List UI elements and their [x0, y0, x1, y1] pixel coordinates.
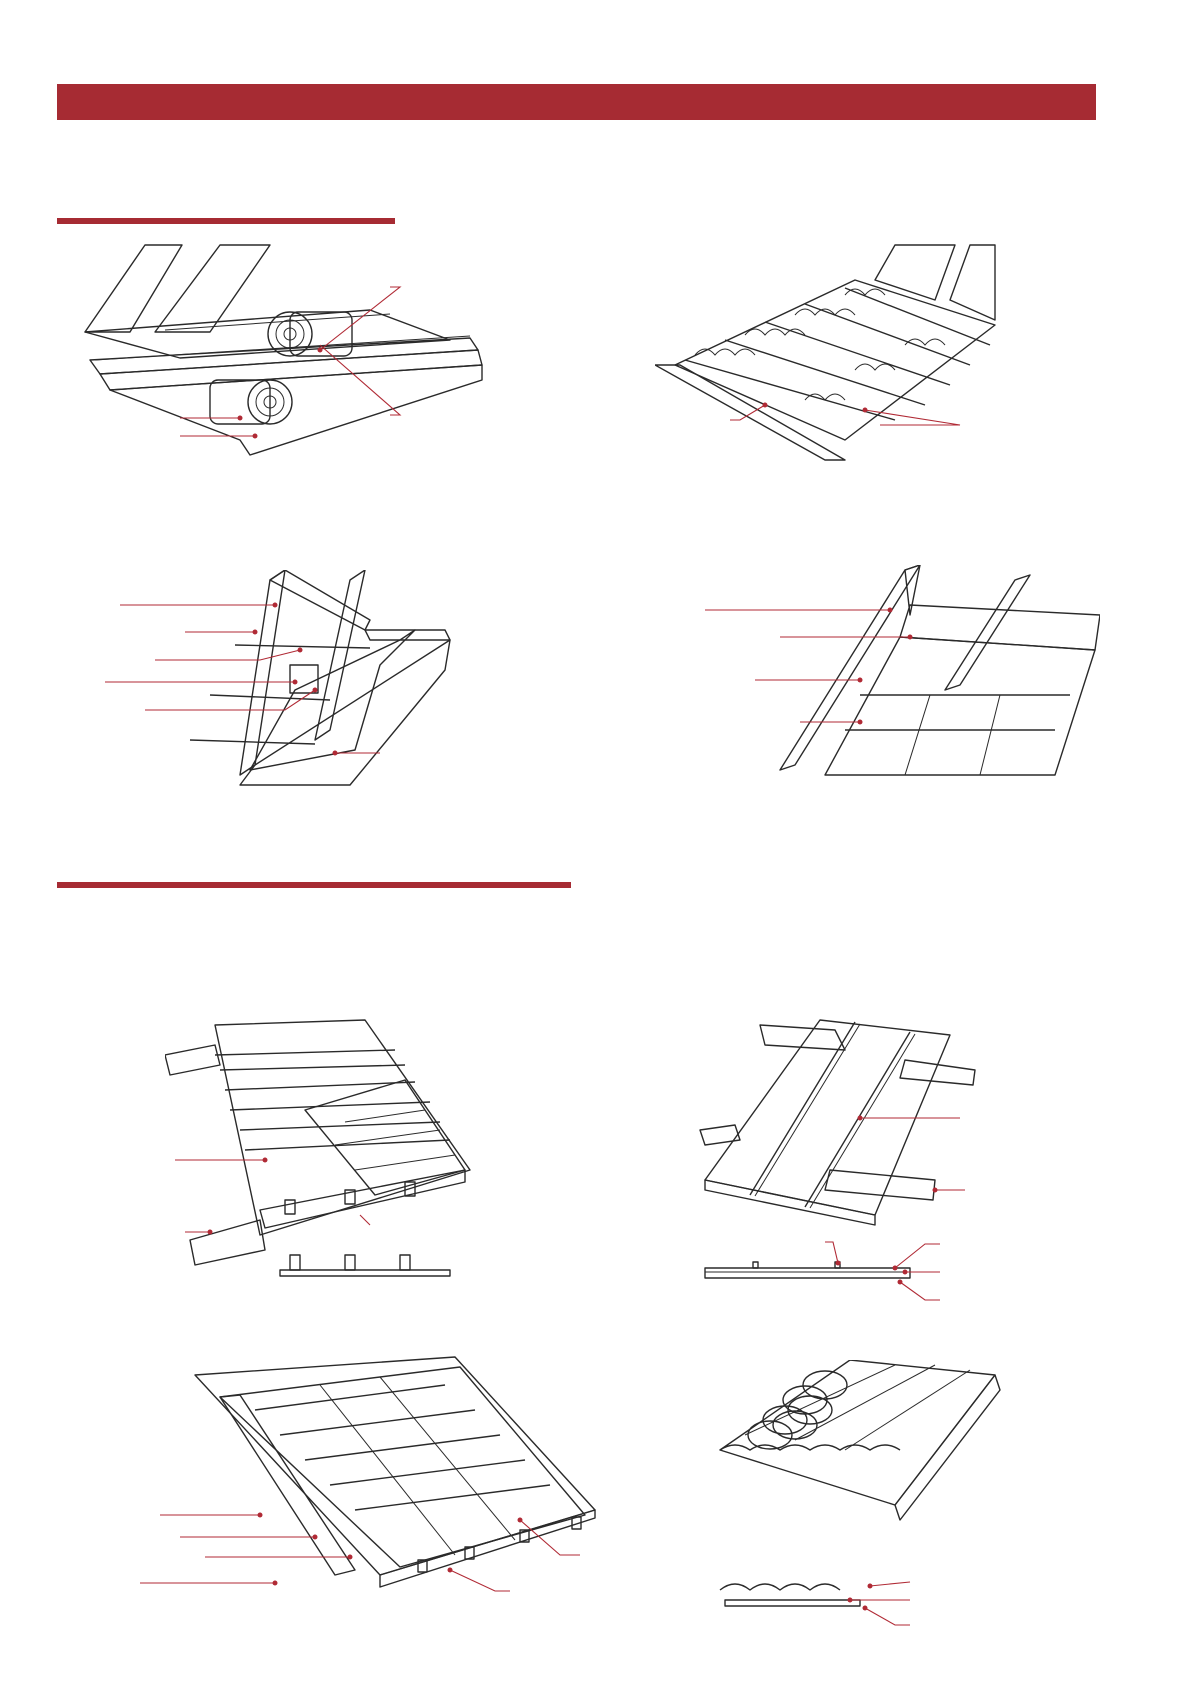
figure-corrugated-roof	[715, 1360, 1015, 1660]
figure-sloped-ceiling-rafters	[100, 570, 480, 790]
figure-loose-fill	[655, 240, 1075, 470]
figure-shingle-roof	[165, 1010, 505, 1310]
figure-standing-seam	[695, 1010, 995, 1310]
figure-membrane-roof	[140, 1355, 600, 1645]
header-bar	[57, 84, 1096, 120]
section-rule-roofing	[57, 882, 571, 888]
section-rule-ceiling	[57, 218, 395, 224]
figure-sloped-ceiling-panels	[700, 565, 1100, 785]
figure-insulation-roll	[70, 240, 490, 470]
